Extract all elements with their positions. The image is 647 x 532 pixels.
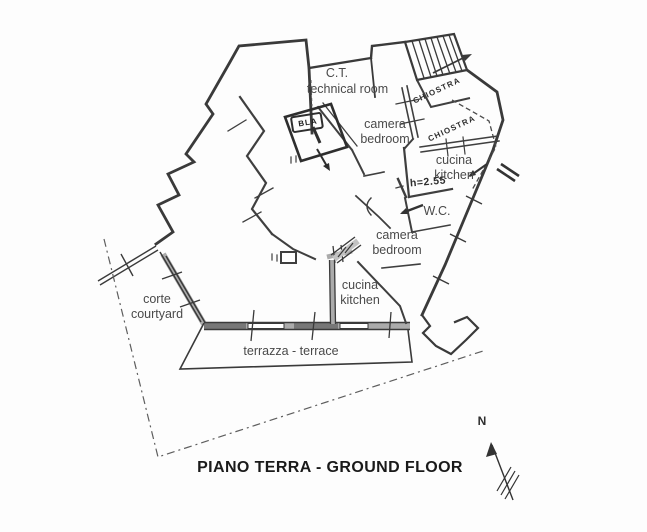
staircase <box>403 32 472 82</box>
north-letter: N <box>477 414 487 428</box>
terrace-outline <box>178 322 413 370</box>
column <box>280 251 297 264</box>
label-bedroom-mid: camera bedroom <box>357 228 437 259</box>
label-kitchen-top-it: cucina <box>435 153 473 167</box>
terrace-wall <box>204 309 410 342</box>
chiostra-walls <box>310 79 497 191</box>
stair-box-outline <box>290 112 324 133</box>
window-bold-mark <box>496 162 520 183</box>
page-title: PIANO TERRA - GROUND FLOOR <box>197 459 463 476</box>
north-arrow-feathers <box>496 466 520 500</box>
door-arrows <box>400 162 520 215</box>
label-kitchen-bottom-en: kitchen <box>340 293 380 308</box>
label-kitchen-bottom-it: cucina <box>341 278 379 292</box>
north-arrow-head <box>486 442 497 457</box>
outer-walls <box>154 38 505 356</box>
label-courtyard-it: corte <box>143 292 171 306</box>
label-bedroom-mid-it: camera <box>376 228 418 242</box>
garden-wall <box>97 245 159 286</box>
label-technical-room-abbr: C.T. <box>325 66 349 80</box>
label-kitchen-top: cucina kitchen <box>414 153 494 184</box>
stair-hatching <box>411 34 463 79</box>
label-courtyard-en: courtyard <box>130 307 184 322</box>
label-kitchen-top-en: kitchen <box>434 168 474 183</box>
label-technical-room: technical room <box>306 82 389 96</box>
kitchen-bottom-walls <box>326 236 362 325</box>
label-bedroom-mid-en: bedroom <box>372 243 422 258</box>
north-arrow <box>486 442 520 501</box>
courtyard-wall <box>159 251 208 327</box>
terrace-window <box>339 323 369 329</box>
label-bedroom-top-it: camera <box>364 117 406 131</box>
label-wc: W.C. <box>423 204 451 218</box>
stair-direction-arrow <box>432 55 468 74</box>
right-wall-windows <box>432 195 483 285</box>
label-bedroom-top-en: bedroom <box>360 132 410 147</box>
stair-room <box>283 102 349 171</box>
property-boundary-line <box>103 238 484 458</box>
stair-arrow-head <box>462 54 472 61</box>
label-courtyard: corte courtyard <box>107 292 207 323</box>
label-terrace: terrazza - terrace <box>243 344 339 358</box>
interior-walls <box>227 85 500 325</box>
terrace-window <box>247 323 285 329</box>
label-bedroom-top: camera bedroom <box>345 117 425 148</box>
label-kitchen-bottom: cucina kitchen <box>322 278 398 309</box>
